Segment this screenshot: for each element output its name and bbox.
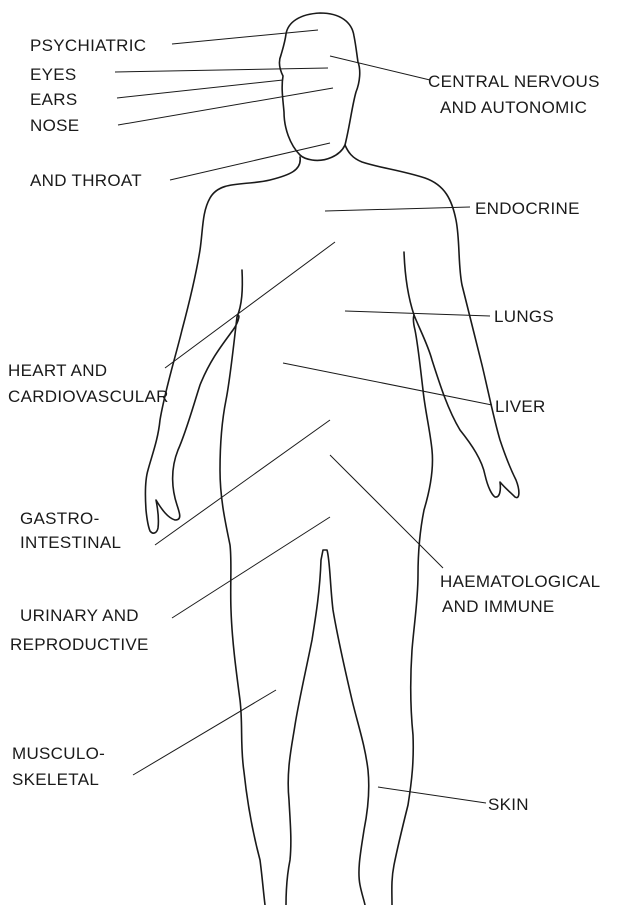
leader-liver — [283, 363, 492, 405]
label-liver: LIVER — [495, 397, 546, 416]
leader-skin — [378, 787, 486, 803]
label-gastro-line1: GASTRO- — [20, 509, 100, 528]
label-haematological-line2: AND IMMUNE — [442, 597, 555, 616]
label-nose: NOSE — [30, 116, 79, 135]
leader-nose — [118, 88, 333, 125]
label-lungs: LUNGS — [494, 307, 554, 326]
leader-gastro — [155, 420, 330, 545]
leader-heart — [165, 242, 335, 368]
label-musculo-line2: SKELETAL — [12, 770, 99, 789]
label-psychiatric: PSYCHIATRIC — [30, 36, 146, 55]
leader-endocrine — [325, 207, 470, 211]
label-musculo-line1: MUSCULO- — [12, 744, 105, 763]
leader-throat — [170, 143, 330, 180]
label-haematological-line1: HAEMATOLOGICAL — [440, 572, 600, 591]
leader-haematological — [330, 455, 443, 568]
leader-ears — [117, 80, 283, 98]
leader-musculo — [133, 690, 276, 775]
leader-central-nervous — [330, 56, 430, 80]
right-inner-arm — [404, 252, 414, 315]
label-central-nervous-line1: CENTRAL NERVOUS — [428, 72, 600, 91]
label-endocrine: ENDOCRINE — [475, 199, 580, 218]
head-outline — [280, 13, 360, 160]
leader-urinary — [172, 517, 330, 618]
label-central-nervous-line2: AND AUTONOMIC — [440, 98, 587, 117]
torso-and-limbs-outline — [145, 145, 518, 905]
label-gastro-line2: INTESTINAL — [20, 533, 121, 552]
label-urinary-line1: URINARY AND — [20, 606, 139, 625]
leader-eyes — [115, 68, 328, 72]
label-urinary-line2: REPRODUCTIVE — [10, 635, 149, 654]
label-skin: SKIN — [488, 795, 529, 814]
label-and-throat: AND THROAT — [30, 171, 142, 190]
left-inner-arm — [237, 270, 242, 317]
labels: PSYCHIATRIC CENTRAL NERVOUS AND AUTONOMI… — [8, 36, 600, 814]
leader-lines — [115, 30, 492, 803]
human-body-outline — [145, 13, 518, 905]
label-ears: EARS — [30, 90, 78, 109]
label-heart-line1: HEART AND — [8, 361, 107, 380]
label-heart-line2: CARDIOVASCULAR — [8, 387, 169, 406]
leader-psychiatric — [172, 30, 318, 44]
label-eyes: EYES — [30, 65, 77, 84]
